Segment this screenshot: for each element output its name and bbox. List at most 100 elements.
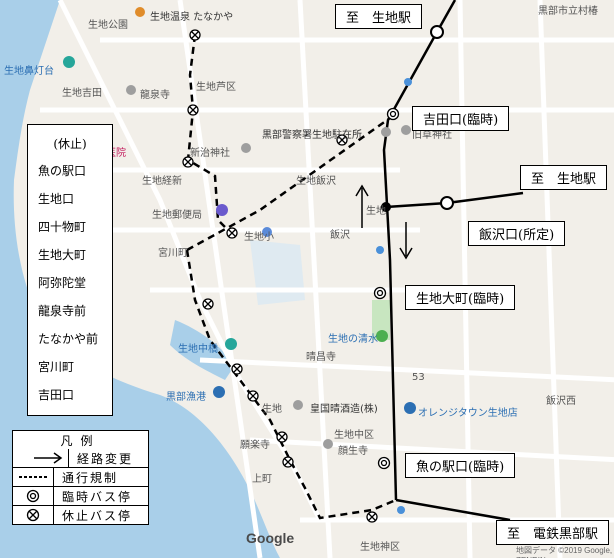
place-label-road-53[interactable]: 53: [412, 372, 425, 383]
harbor-water: [170, 320, 235, 380]
station-node-right: [440, 196, 454, 210]
legend-row-dotted: 通行規制: [13, 467, 148, 486]
bus-route: [382, 0, 524, 522]
closed-stops: [182, 29, 378, 523]
pin-icon-orange: [404, 402, 416, 414]
pin-icon-ryusenji: [126, 85, 136, 95]
place-label-ikuji-ji[interactable]: 生地: [262, 404, 282, 415]
legend: 凡例 経路変更通行規制臨時バス停休止バス停: [12, 430, 149, 525]
legend-title: 凡例: [60, 433, 101, 448]
dotted-icon: [13, 468, 54, 486]
place-label-kohkoku[interactable]: 皇国晴酒造(株): [310, 404, 378, 415]
place-label-shimizu[interactable]: 生地の清水: [328, 334, 378, 345]
pond: [250, 240, 305, 305]
closed-stop-yoshida: [336, 134, 348, 146]
place-label-enrakuji[interactable]: 願楽寺: [240, 440, 270, 451]
legend-row-closed-stop: 休止バス停: [13, 505, 148, 524]
closed-stop-ryusenji: [187, 104, 199, 116]
legend-rows: 経路変更通行規制臨時バス停休止バス停: [13, 449, 148, 524]
closed-stop-item: 生地大町: [38, 248, 87, 262]
pin-icon-kyukusa: [401, 125, 411, 135]
legend-label: 休止バス停: [62, 508, 133, 523]
legend-row-arrow: 経路変更: [13, 449, 148, 467]
closed-stop-item: 宮川町: [38, 360, 75, 374]
place-label-kurobe-ritsu[interactable]: 黒部市立村椿: [538, 6, 598, 17]
place-label-school[interactable]: 生地小: [244, 232, 274, 243]
closed-stop-item: たなかや前: [38, 332, 99, 346]
closed-stops-list: 魚の駅口生地口四十物町生地大町阿弥陀堂龍泉寺前たなかや前宮川町吉田口: [28, 157, 112, 409]
pin-icon-fishing: [213, 386, 225, 398]
closed-stop-item: 魚の駅口: [38, 164, 87, 178]
place-label-ikuji-jinku[interactable]: 生地神区: [360, 542, 400, 553]
place-label-ikuji-naka[interactable]: 生地中橋: [178, 344, 218, 355]
closed-stop-miyakawa: [182, 156, 194, 168]
pin-icon-ikujinaka: [225, 338, 237, 350]
pin-icon-bus-top: [404, 78, 412, 86]
temp-stop-yoshida: [386, 107, 400, 121]
closed-stop-icon: [13, 506, 54, 524]
place-label-police[interactable]: 黒部警察署生地駐在所: [262, 130, 362, 141]
place-label-kamicho[interactable]: 上町: [252, 474, 272, 485]
route-change-arrows: [355, 184, 413, 260]
place-label-post-office[interactable]: 生地郵便局: [152, 210, 202, 221]
place-label-iizawa-area[interactable]: 生地飯沢: [296, 176, 336, 187]
pin-icon-post: [216, 204, 228, 216]
station-node-left: [381, 202, 391, 212]
place-label-orange[interactable]: オレンジタウン生地店: [418, 408, 518, 419]
pin-icon-shimizu: [376, 330, 388, 342]
legend-row-temp-stop: 臨時バス停: [13, 486, 148, 505]
place-label-miyakawa-area[interactable]: 宮川町: [158, 248, 188, 259]
legend-label: 臨時バス停: [62, 489, 133, 504]
temp-stops: [373, 107, 400, 470]
place-label-ryusenji[interactable]: 龍泉寺: [140, 90, 170, 101]
pin-icon-lighthouse: [63, 56, 75, 68]
closed-stop-uonoeki: [366, 511, 378, 523]
place-label-iizawa-west[interactable]: 飯沢西: [546, 396, 576, 407]
legend-label: 通行規制: [62, 470, 119, 485]
closed-stop-ikujiguchi: [276, 431, 288, 443]
place-label-kyukusa[interactable]: 旧草神社: [412, 130, 452, 141]
closed-stop-aimonomachi: [247, 390, 259, 402]
google-logo[interactable]: Google: [246, 530, 295, 546]
to-ikuji-right-label: 至 生地駅: [520, 165, 608, 190]
closed-stop-tanakaya: [189, 29, 201, 41]
place-label-ikuji-keishin[interactable]: 生地経新: [142, 176, 182, 187]
pin-icon-saiseiji: [323, 439, 333, 449]
pin-icon-kohkoku: [293, 400, 303, 410]
yoshida-stop-label: 吉田口(臨時): [412, 106, 510, 131]
place-label-onsen[interactable]: 生地温泉 たなかや: [150, 12, 234, 23]
closed-panel-title: (休止): [53, 137, 87, 151]
arrow-icon: [28, 449, 69, 467]
place-label-ikuji-station-sign[interactable]: 生地: [366, 206, 386, 217]
pin-icon-bus-mid: [376, 246, 384, 254]
place-label-ikuji-nishi[interactable]: 生地芦区: [196, 82, 236, 93]
place-label-shoshoji[interactable]: 晴昌寺: [306, 352, 336, 363]
place-label-lighthouse[interactable]: 生地鼻灯台: [4, 66, 54, 77]
place-label-ikuji-nakaku[interactable]: 生地中区: [334, 430, 374, 441]
park-area: [372, 300, 390, 340]
place-label-iizawa[interactable]: 飯沢: [330, 230, 350, 241]
place-label-ikuji-park[interactable]: 生地公園: [88, 20, 128, 31]
station-node-top: [430, 25, 444, 39]
legend-label: 経路変更: [76, 451, 133, 466]
place-label-shinji[interactable]: 新治神社: [190, 148, 230, 159]
temp-stop-uonoeki: [377, 456, 391, 470]
closed-stop-kamicho: [282, 456, 294, 468]
to-ikuji-top-label: 至 生地駅: [335, 4, 423, 29]
place-label-saiseiji[interactable]: 顔生寺: [338, 446, 368, 457]
map-copyright: 地図データ ©2019 Google, ZENRIN: [516, 546, 613, 558]
temp-stop-ikuji-omachi: [373, 286, 387, 300]
iizawa-stop-label: 飯沢口(所定): [468, 221, 566, 246]
ikuji-omachi-stop-label: 生地大町(臨時): [405, 285, 516, 310]
closed-stop-amidado: [202, 298, 214, 310]
closed-stop-item: 四十物町: [38, 220, 87, 234]
temp-stop-icon: [13, 487, 54, 505]
closed-stop-ikuji-omachi: [231, 363, 243, 375]
place-label-fishing-coop[interactable]: 黒部漁港: [166, 392, 206, 403]
closed-stop-item: 生地口: [38, 192, 75, 206]
map-pins: [63, 7, 416, 514]
pin-icon-police: [381, 127, 391, 137]
pin-icon-onsen: [135, 7, 145, 17]
place-label-ikuji-yoshida[interactable]: 生地吉田: [62, 88, 102, 99]
